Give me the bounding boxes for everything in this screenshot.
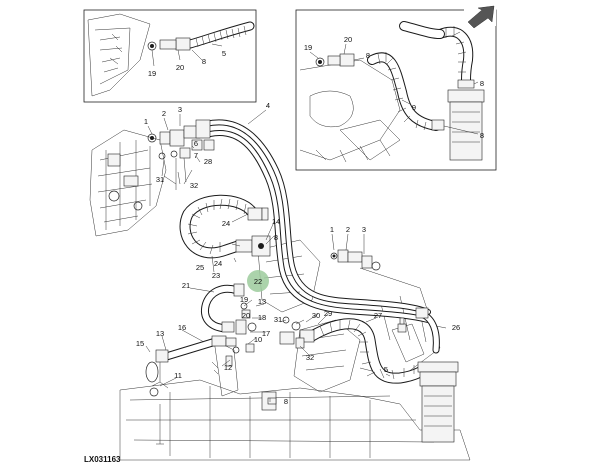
inset-right-drawing bbox=[299, 21, 485, 163]
callout-24: 24 bbox=[222, 219, 230, 228]
callout-22: 22 bbox=[254, 277, 262, 286]
callout-32: 32 bbox=[306, 353, 314, 362]
callout-30: 30 bbox=[312, 311, 320, 320]
callout-labels-inset-right: 19 20 8 9 8 8 bbox=[304, 35, 484, 140]
figure-code: LX031163 bbox=[84, 455, 121, 464]
callout-4: 4 bbox=[266, 101, 270, 110]
hose-4 bbox=[203, 119, 431, 323]
callout-31: 31 bbox=[156, 175, 164, 184]
inset-left-drawing bbox=[87, 13, 255, 97]
callout-25: 25 bbox=[196, 263, 204, 272]
callout-8: 8 bbox=[274, 233, 278, 242]
callout-8: 8 bbox=[284, 397, 288, 406]
callout-11: 11 bbox=[174, 371, 182, 380]
callout-labels-main: 1 2 3 4 6 7 28 31 32 24 14 8 24 23 25 22… bbox=[136, 101, 460, 406]
callout-1: 1 bbox=[144, 117, 148, 126]
callout-26: 26 bbox=[452, 323, 460, 332]
callout-1: 1 bbox=[330, 225, 334, 234]
callout-5: 5 bbox=[384, 365, 388, 374]
filter-housing bbox=[417, 361, 459, 443]
hose-25 bbox=[179, 194, 271, 259]
hose-26 bbox=[415, 307, 440, 354]
callout-20: 20 bbox=[176, 63, 184, 72]
callout-12: 12 bbox=[224, 363, 232, 372]
callout-5: 5 bbox=[222, 49, 226, 58]
callout-7: 7 bbox=[194, 151, 198, 160]
callout-19: 19 bbox=[148, 69, 156, 78]
callout-13: 13 bbox=[258, 297, 266, 306]
callout-13: 13 bbox=[156, 329, 164, 338]
callout-8: 8 bbox=[480, 79, 484, 88]
callout-24: 24 bbox=[214, 259, 222, 268]
inset-frame-left bbox=[83, 9, 257, 103]
callout-8: 8 bbox=[480, 131, 484, 140]
callout-17: 17 bbox=[262, 329, 270, 338]
callout-21: 21 bbox=[182, 281, 190, 290]
expand-arrow-icon[interactable] bbox=[464, 5, 496, 29]
callout-19: 19 bbox=[304, 43, 312, 52]
callout-14: 14 bbox=[272, 217, 280, 226]
hose-16 bbox=[145, 335, 237, 397]
callout-20: 20 bbox=[242, 311, 250, 320]
callout-29: 29 bbox=[324, 309, 332, 318]
callout-15: 15 bbox=[136, 339, 144, 348]
callout-32: 32 bbox=[190, 181, 198, 190]
callout-31: 31 bbox=[274, 315, 282, 324]
hose-27 bbox=[299, 318, 434, 384]
callout-8: 8 bbox=[202, 57, 206, 66]
hose-21 bbox=[201, 283, 257, 335]
callout-16: 16 bbox=[178, 323, 186, 332]
callout-20: 20 bbox=[344, 35, 352, 44]
highlight-marker[interactable] bbox=[247, 270, 269, 292]
callout-9: 9 bbox=[412, 103, 416, 112]
callout-2: 2 bbox=[162, 109, 166, 118]
callout-3: 3 bbox=[178, 105, 182, 114]
callout-3: 3 bbox=[362, 225, 366, 234]
callout-28: 28 bbox=[204, 157, 212, 166]
callout-2: 2 bbox=[346, 225, 350, 234]
callout-8: 8 bbox=[366, 51, 370, 60]
callout-27: 27 bbox=[374, 311, 382, 320]
callout-23: 23 bbox=[212, 271, 220, 280]
engine-block-left bbox=[89, 129, 167, 237]
chassis-frame bbox=[119, 239, 471, 461]
fittings-upper bbox=[147, 119, 215, 185]
fittings-right-mid bbox=[330, 249, 381, 271]
callout-6: 6 bbox=[194, 139, 198, 148]
callout-19: 19 bbox=[240, 295, 248, 304]
callout-18: 18 bbox=[258, 313, 266, 322]
leader-lines bbox=[145, 43, 479, 402]
callout-10: 10 bbox=[254, 335, 262, 344]
callout-labels-inset-left: 19 20 8 5 bbox=[148, 49, 226, 78]
